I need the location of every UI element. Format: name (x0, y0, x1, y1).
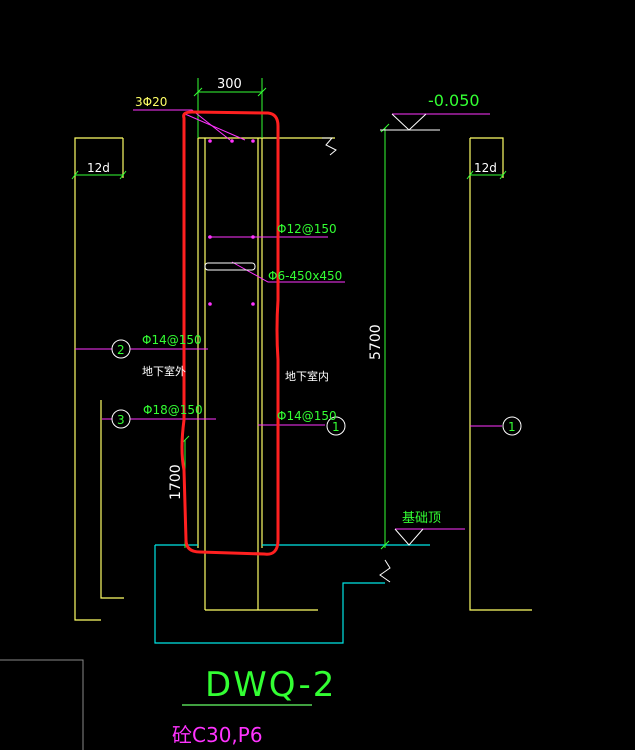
leader-lines (75, 109, 502, 530)
marker-circles (111, 339, 522, 436)
width-dimension-label: 300 (217, 77, 242, 92)
marker-2: 2 (117, 343, 125, 357)
red-markup-outline (180, 110, 280, 556)
drawing-title: DWQ-2 (205, 665, 336, 705)
elevation-top-label: -0.050 (428, 91, 480, 110)
lower-dimension-label: 1700 (168, 464, 184, 500)
wall-outline (197, 137, 335, 611)
elevation-markers (380, 113, 440, 546)
height-dimension-label: 5700 (368, 324, 384, 360)
top-bars-label: 3Φ20 (135, 95, 167, 109)
inside-label: 地下室内 (285, 369, 329, 383)
stirrup-shape (204, 262, 256, 271)
anchor-left-label: 12d (87, 161, 110, 175)
frame-remnant (0, 659, 84, 750)
bar-1-label: Φ14@150 (277, 409, 337, 423)
marker-3: 3 (117, 413, 125, 427)
anchor-bars (74, 137, 532, 621)
bar-2-label: Φ14@150 (142, 333, 202, 347)
bar-3-label: Φ18@150 (143, 403, 203, 417)
bar-phi12-label: Φ12@150 (277, 222, 337, 236)
foundation-top-label: 基础顶 (402, 511, 441, 526)
marker-1-right: 1 (508, 420, 516, 434)
concrete-note: 砼C30,P6 (172, 723, 263, 747)
anchor-right-label: 12d (474, 161, 497, 175)
outside-label: 地下室外 (142, 364, 186, 378)
marker-1-center: 1 (332, 420, 340, 434)
break-lines (322, 137, 391, 583)
foundation-outline (154, 544, 430, 644)
rebar-dots (208, 139, 255, 306)
stirrup-label: Φ6-450x450 (268, 269, 342, 283)
